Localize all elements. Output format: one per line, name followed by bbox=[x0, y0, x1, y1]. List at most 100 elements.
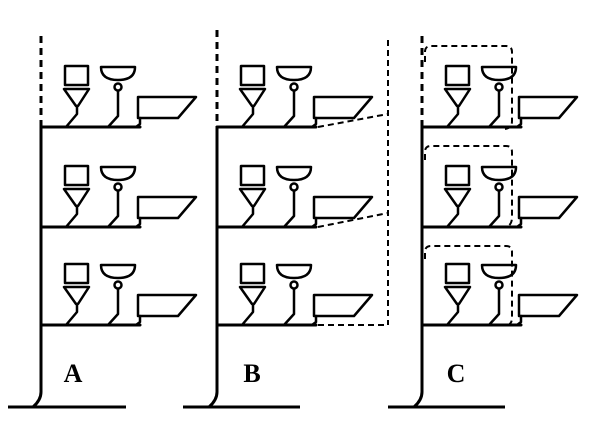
panel-a-floors bbox=[39, 64, 198, 327]
washbasin-icon bbox=[99, 165, 137, 182]
bathtub-icon bbox=[136, 293, 198, 318]
washbasin-trap-icon bbox=[494, 82, 504, 92]
toilet-cistern-icon bbox=[239, 262, 266, 285]
toilet-trap bbox=[64, 104, 79, 129]
panel-c-label: C bbox=[447, 359, 466, 388]
washbasin-drain bbox=[282, 89, 296, 129]
washbasin-drain bbox=[282, 287, 296, 327]
bathtub-drain bbox=[134, 116, 142, 129]
toilet-cistern-icon bbox=[63, 64, 90, 87]
panel-b-vent-connection-1 bbox=[317, 113, 389, 128]
panel-a-floor-3 bbox=[39, 262, 198, 327]
washbasin-icon bbox=[480, 65, 518, 82]
panel-a-label: A bbox=[64, 359, 83, 388]
panel-b bbox=[183, 30, 300, 409]
washbasin-icon bbox=[99, 263, 137, 280]
toilet-bowl-icon bbox=[443, 87, 472, 108]
toilet-bowl-icon bbox=[62, 87, 91, 108]
washbasin-icon bbox=[99, 65, 137, 82]
bathtub-icon bbox=[517, 293, 579, 318]
toilet-bowl-icon bbox=[443, 285, 472, 306]
toilet-cistern-icon bbox=[239, 64, 266, 87]
panel-c-floor-2 bbox=[420, 164, 579, 229]
washbasin-trap-icon bbox=[494, 280, 504, 290]
washbasin-trap-icon bbox=[289, 182, 299, 192]
toilet-bowl-icon bbox=[238, 285, 267, 306]
panel-b-floors bbox=[215, 64, 374, 327]
washbasin-trap-icon bbox=[113, 82, 123, 92]
toilet-bowl-icon bbox=[238, 187, 267, 208]
toilet-bowl-icon bbox=[238, 87, 267, 108]
washbasin-trap-icon bbox=[494, 182, 504, 192]
bathtub-icon bbox=[136, 195, 198, 220]
washbasin-trap-icon bbox=[289, 82, 299, 92]
panel-b-floor-2 bbox=[215, 164, 374, 229]
panel-c-loop-vent-1 bbox=[424, 45, 513, 130]
washbasin-trap-icon bbox=[289, 280, 299, 290]
panel-c-floor-1 bbox=[420, 64, 579, 129]
panel-b-vent-pipe bbox=[317, 40, 389, 326]
bathtub-drain bbox=[515, 216, 523, 229]
washbasin-drain bbox=[106, 189, 120, 229]
panel-a bbox=[8, 36, 126, 409]
washbasin-icon bbox=[275, 65, 313, 82]
washbasin-drain bbox=[487, 287, 501, 327]
panel-b-floor-1 bbox=[215, 64, 374, 129]
panel-c-loop-vent-2 bbox=[424, 145, 513, 228]
toilet-trap bbox=[445, 104, 460, 129]
toilet-cistern-icon bbox=[63, 164, 90, 187]
toilet-trap bbox=[64, 302, 79, 327]
toilet-cistern-icon bbox=[444, 262, 471, 285]
toilet-trap bbox=[64, 204, 79, 229]
panel-a-floor-2 bbox=[39, 164, 198, 229]
panel-b-vent-connection-2 bbox=[317, 212, 389, 228]
panel-a-floor-1 bbox=[39, 64, 198, 129]
toilet-bowl-icon bbox=[62, 285, 91, 306]
panel-c bbox=[388, 36, 505, 409]
toilet-trap bbox=[240, 104, 255, 129]
bathtub-drain bbox=[310, 314, 318, 327]
washbasin-icon bbox=[275, 263, 313, 280]
toilet-cistern-icon bbox=[239, 164, 266, 187]
bathtub-icon bbox=[312, 195, 374, 220]
toilet-trap bbox=[240, 302, 255, 327]
toilet-bowl-icon bbox=[62, 187, 91, 208]
washbasin-drain bbox=[487, 189, 501, 229]
washbasin-icon bbox=[480, 263, 518, 280]
panel-c-floors bbox=[420, 64, 579, 327]
panel-c-loop-vent-3 bbox=[424, 245, 513, 327]
bathtub-icon bbox=[136, 95, 198, 120]
toilet-cistern-icon bbox=[444, 64, 471, 87]
bathtub-drain bbox=[515, 314, 523, 327]
bathtub-drain bbox=[515, 116, 523, 129]
toilet-bowl-icon bbox=[443, 187, 472, 208]
bathtub-drain bbox=[134, 216, 142, 229]
panel-b-label: B bbox=[243, 359, 260, 388]
bathtub-icon bbox=[312, 95, 374, 120]
washbasin-drain bbox=[106, 287, 120, 327]
panel-c-loop-vents bbox=[424, 45, 513, 327]
panel-a-base-drain bbox=[31, 391, 43, 409]
bathtub-drain bbox=[310, 116, 318, 129]
panel-c-base-drain bbox=[412, 391, 424, 409]
bathtub-icon bbox=[312, 293, 374, 318]
bathtub-icon bbox=[517, 195, 579, 220]
washbasin-drain bbox=[487, 89, 501, 129]
washbasin-trap-icon bbox=[113, 182, 123, 192]
toilet-trap bbox=[240, 204, 255, 229]
panel-b-base-drain bbox=[207, 391, 219, 409]
bathtub-icon bbox=[517, 95, 579, 120]
toilet-trap bbox=[445, 204, 460, 229]
washbasin-drain bbox=[282, 189, 296, 229]
bathtub-drain bbox=[134, 314, 142, 327]
washbasin-icon bbox=[275, 165, 313, 182]
washbasin-icon bbox=[480, 165, 518, 182]
toilet-cistern-icon bbox=[63, 262, 90, 285]
bathtub-drain bbox=[310, 216, 318, 229]
panel-c-floor-3 bbox=[420, 262, 579, 327]
panel-b-floor-3 bbox=[215, 262, 374, 327]
washbasin-drain bbox=[106, 89, 120, 129]
toilet-cistern-icon bbox=[444, 164, 471, 187]
washbasin-trap-icon bbox=[113, 280, 123, 290]
